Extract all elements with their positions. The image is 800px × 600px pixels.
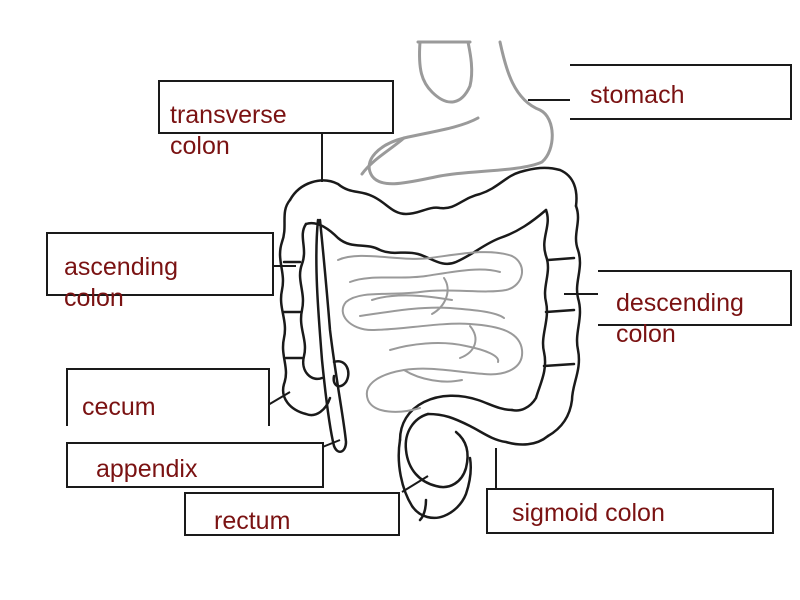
label-appendix: appendix — [66, 442, 324, 488]
label-sigmoid-colon: sigmoid colon — [486, 488, 774, 534]
label-stomach: stomach — [570, 64, 792, 120]
label-rectum: rectum — [184, 492, 400, 536]
label-ascending-colon: ascending colon — [46, 232, 274, 312]
leader-rectum — [401, 475, 429, 493]
stomach-shape — [360, 40, 554, 186]
leader-lines — [267, 99, 598, 493]
label-descending-colon: descending colon — [598, 270, 792, 348]
small-intestine-shape — [337, 251, 524, 413]
colon-shape — [278, 166, 582, 522]
label-transverse-colon: transverse colon — [158, 80, 394, 160]
label-cecum: cecum — [66, 368, 270, 426]
leader-cecum — [267, 391, 291, 406]
